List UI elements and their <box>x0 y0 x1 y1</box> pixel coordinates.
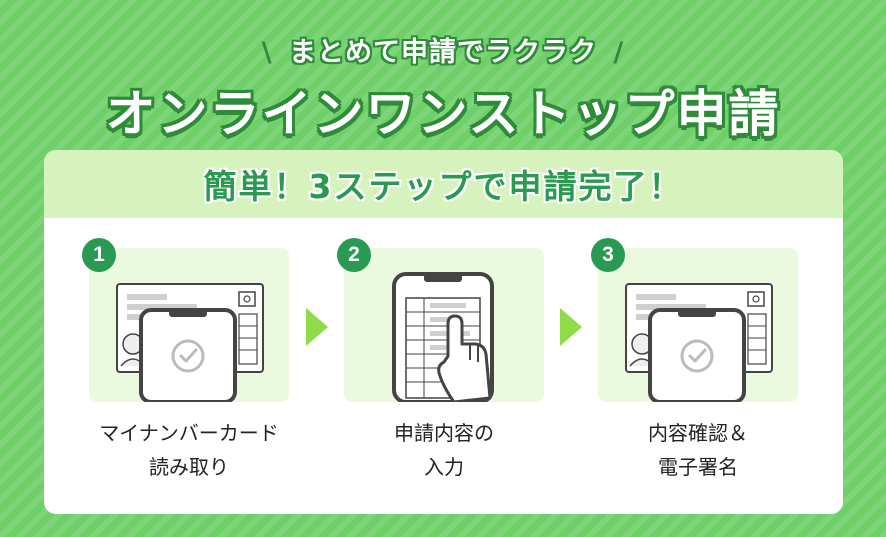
card-header: 簡単！3ステップで申請完了！ <box>44 150 843 218</box>
step-3-illustration <box>598 248 798 402</box>
tagline-text: まとめて申請でラクラク <box>289 37 597 68</box>
step-2-to-3-arrow-icon <box>560 308 582 346</box>
step-3-label: 内容確認＆ 電子署名 <box>648 421 748 479</box>
phone-on-id-card-check-icon <box>625 283 773 402</box>
steps-card: 簡単！3ステップで申請完了！ 1 <box>44 150 843 514</box>
tagline: \ まとめて申請でラクラク / <box>0 30 886 69</box>
step-2-label: 申請内容の 入力 <box>394 421 494 479</box>
step-2-illustration <box>344 248 544 402</box>
phone-form-tap-icon <box>392 272 494 402</box>
tagline-left-slash: \ <box>261 37 273 68</box>
tagline-right-slash: / <box>613 37 625 68</box>
step-1-to-2-arrow-icon <box>306 308 328 346</box>
step-1-illustration <box>89 248 289 402</box>
page-title: オンラインワンストップ申請 <box>105 85 781 143</box>
step-1-number-badge: 1 <box>82 238 116 272</box>
phone-on-id-card-check-icon <box>116 283 264 402</box>
step-2-number-badge: 2 <box>337 238 371 272</box>
step-1-label: マイナンバーカード 読み取り <box>99 421 279 479</box>
card-title: 簡単！3ステップで申請完了！ <box>203 167 684 206</box>
step-3-number-badge: 3 <box>591 238 625 272</box>
